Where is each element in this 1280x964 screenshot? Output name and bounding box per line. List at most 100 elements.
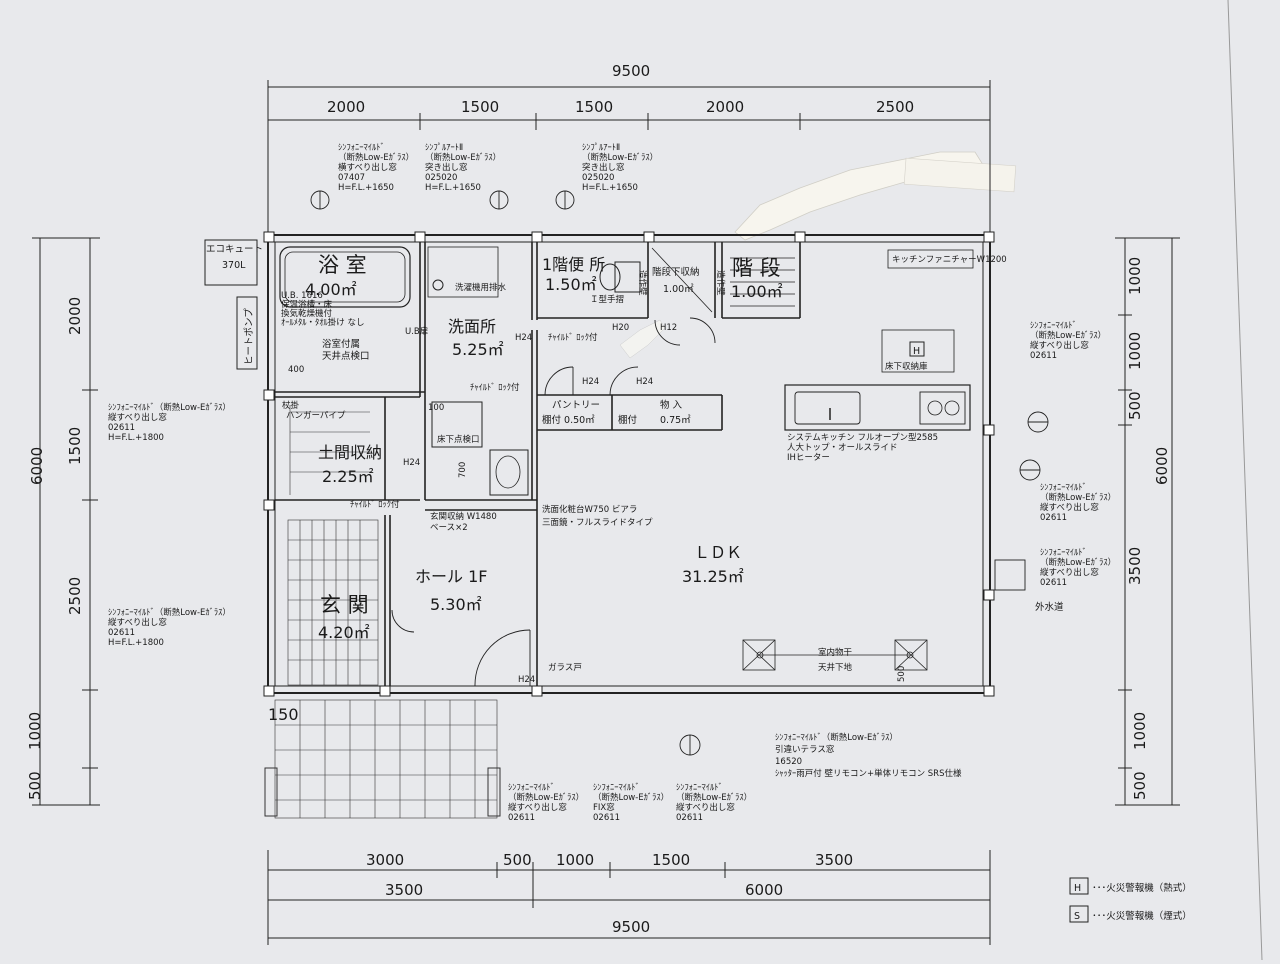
room-pantry-area: 棚付 0.50㎡ [542, 414, 595, 426]
dim-left-3: 2500 [66, 577, 84, 615]
legend-smoke-text: ･･･火災警報機（煙式） [1092, 910, 1192, 922]
svg-text:突き出し窓: 突き出し窓 [425, 162, 468, 173]
label-floor-inspect: 床下点検口 [437, 434, 480, 445]
svg-text:ｼﾝﾌｫﾆｰﾏｲﾙﾄﾞ: ｼﾝﾌｫﾆｰﾏｲﾙﾄﾞ [1040, 548, 1087, 558]
kitchen-counter [784, 384, 971, 431]
doma-storage-grid [289, 405, 370, 495]
window-spec-w1: ｼﾝﾌｫﾆｰﾏｲﾙﾄﾞ （断熱Low-Eｶﾞﾗｽ） 横すべり出し窓 07407 … [338, 143, 414, 193]
dim-top-2: 1500 [461, 98, 499, 116]
dim-left-2: 1500 [66, 427, 84, 465]
window-spec-w7: ｼﾝﾌｫﾆｰﾏｲﾙﾄﾞ （断熱Low-Eｶﾞﾗｽ） 縦すべり出し窓 02611 [1040, 483, 1116, 523]
svg-text:H=F.L.+1800: H=F.L.+1800 [108, 433, 164, 443]
room-toilet-area: 1.50㎡ [545, 275, 597, 294]
dim-right-2: 1000 [1126, 332, 1144, 370]
label-bath-spec-3: 換気乾燥機付 [281, 308, 333, 319]
label-genkan-storage-2: ベース×2 [430, 523, 468, 533]
label-underfloor-storage: 床下収納庫 [885, 361, 928, 372]
dim-left-1: 2000 [66, 297, 84, 335]
room-hall-area: 5.30㎡ [430, 595, 482, 614]
svg-text:縦すべり出し窓: 縦すべり出し窓 [1030, 340, 1089, 351]
label-100: 100 [428, 403, 444, 413]
masking-tape [903, 157, 1017, 193]
window-spec-w3: ｼﾝﾌﾟﾙｱｰﾄⅡ （断熱Low-Eｶﾞﾗｽ） 突き出し窓 025020 H=F… [582, 143, 658, 193]
paper-edge [1227, 0, 1263, 961]
label-h24-b: H24 [582, 377, 599, 387]
svg-text:ｼﾝﾌｫﾆｰﾏｲﾙﾄﾞ（断熱Low-Eｶﾞﾗｽ）: ｼﾝﾌｫﾆｰﾏｲﾙﾄﾞ（断熱Low-Eｶﾞﾗｽ） [108, 402, 231, 413]
label-glass-door: ガラス戸 [548, 662, 582, 673]
room-entrance-name: 玄 関 [320, 593, 369, 617]
washer-pan [427, 246, 499, 298]
label-child-lock-2: ﾁｬｲﾙﾄﾞ ﾛｯｸ付 [470, 382, 520, 393]
svg-text:縦すべり出し窓: 縦すべり出し窓 [108, 617, 167, 628]
label-ecocute-1: エコキュート [206, 244, 263, 255]
dim-bottom-4: 1500 [652, 851, 690, 869]
label-kitchen-1: システムキッチン フルオープン型2585 [787, 433, 938, 443]
wall-columns [263, 231, 995, 697]
label-h24-c: H24 [636, 377, 653, 387]
svg-text:02611: 02611 [108, 423, 135, 433]
entrance-tile-grid [287, 519, 379, 686]
door-swings [391, 317, 716, 687]
window-spec-w6: ｼﾝﾌｫﾆｰﾏｲﾙﾄﾞ （断熱Low-Eｶﾞﾗｽ） 縦すべり出し窓 02611 [1030, 321, 1106, 361]
label-kitchen-2: 人大トップ・オールスライド [787, 442, 898, 453]
svg-text:025020: 025020 [582, 173, 614, 183]
svg-text:ｼﾝﾌｫﾆｰﾏｲﾙﾄﾞ: ｼﾝﾌｫﾆｰﾏｲﾙﾄﾞ [508, 783, 555, 793]
svg-text:ｼﾝﾌｫﾆｰﾏｲﾙﾄﾞ: ｼﾝﾌｫﾆｰﾏｲﾙﾄﾞ [593, 783, 640, 793]
svg-text:02611: 02611 [508, 813, 535, 823]
label-vanity-1: 洗面化粧台W750 ビアラ [542, 504, 637, 515]
svg-text:（断熱Low-Eｶﾞﾗｽ）: （断熱Low-Eｶﾞﾗｽ） [593, 792, 669, 803]
room-storage-name: 物 入 [660, 399, 683, 411]
svg-text:ｼﾝﾌｫﾆｰﾏｲﾙﾄﾞ: ｼﾝﾌｫﾆｰﾏｲﾙﾄﾞ [1040, 483, 1087, 493]
dim-bottom-total: 9500 [612, 918, 650, 936]
svg-text:02611: 02611 [1030, 351, 1057, 361]
svg-text:横すべり出し窓: 横すべり出し窓 [338, 162, 397, 173]
svg-text:縦すべり出し窓: 縦すべり出し窓 [108, 412, 167, 423]
label-umbrella: 杖掛 [282, 400, 300, 411]
label-washer-drain: 洗濯機用排水 [455, 282, 507, 293]
svg-text:（断熱Low-Eｶﾞﾗｽ）: （断熱Low-Eｶﾞﾗｽ） [338, 152, 414, 163]
svg-text:（断熱Low-Eｶﾞﾗｽ）: （断熱Low-Eｶﾞﾗｽ） [508, 792, 584, 803]
label-vanity-2: 三面鏡・フルスライドタイプ [542, 517, 653, 528]
svg-text:（断熱Low-Eｶﾞﾗｽ）: （断熱Low-Eｶﾞﾗｽ） [1040, 492, 1116, 503]
label-outdoor-faucet: 外水道 [1035, 601, 1064, 613]
label-hanger-pipe: ハンガーパイプ [286, 410, 346, 421]
label-bath-inspect-2: 天井点検口 [322, 350, 370, 362]
window-spec-w9: ｼﾝﾌｫﾆｰﾏｲﾙﾄﾞ （断熱Low-Eｶﾞﾗｽ） 縦すべり出し窓 02611 [508, 783, 584, 823]
room-wash-area: 5.25㎡ [452, 340, 504, 359]
room-understair-name: 階段下収納 [652, 266, 700, 278]
label-bath-spec-1: U.B. 1616 [281, 291, 323, 301]
label-h12: H12 [660, 323, 677, 333]
svg-text:ｼﾝﾌｫﾆｰﾏｲﾙﾄﾞ: ｼﾝﾌｫﾆｰﾏｲﾙﾄﾞ [338, 143, 385, 153]
room-entrance-area: 4.20㎡ [318, 623, 370, 642]
dim-bottom-3: 1000 [556, 851, 594, 869]
label-h24-a: H24 [515, 333, 532, 343]
room-doma-name: 土間収納 [318, 443, 382, 462]
label-spacer-1: 造作壁 [637, 270, 648, 296]
svg-text:H=F.L.+1650: H=F.L.+1650 [425, 183, 481, 193]
label-kitchen-fan: キッチンファニチャーW1200 [892, 255, 1007, 265]
dim-top-3: 1500 [575, 98, 613, 116]
window-markers [310, 190, 1049, 756]
drain-symbol [432, 279, 444, 291]
dim-top-5: 2500 [876, 98, 914, 116]
svg-text:ｼﾝﾌｫﾆｰﾏｲﾙﾄﾞ: ｼﾝﾌｫﾆｰﾏｲﾙﾄﾞ [1030, 321, 1077, 331]
legend-smoke-box [1069, 905, 1089, 923]
room-ldk-area: 31.25㎡ [682, 567, 744, 586]
label-indoor-dry-2: 天井下地 [818, 662, 853, 673]
svg-text:突き出し窓: 突き出し窓 [582, 162, 625, 173]
heat-detector-symbol [909, 341, 925, 357]
dim-bottom-mid-2: 6000 [745, 881, 783, 899]
label-700: 700 [458, 462, 468, 478]
room-storage-shelf: 棚付 [618, 414, 638, 426]
label-bath-inspect-1: 浴室付属 [322, 338, 360, 350]
floor-inspection-hatch [431, 401, 483, 448]
dim-bottom-1: 3000 [366, 851, 404, 869]
room-bath-name: 浴 室 [318, 253, 367, 277]
svg-text:H=F.L.+1650: H=F.L.+1650 [582, 183, 638, 193]
svg-text:縦すべり出し窓: 縦すべり出し窓 [508, 802, 567, 813]
dim-right-6: 500 [1131, 771, 1149, 800]
label-indoor-dry-1: 室内物干 [818, 647, 853, 658]
dim-top-4: 2000 [706, 98, 744, 116]
label-h20: H20 [612, 323, 629, 333]
